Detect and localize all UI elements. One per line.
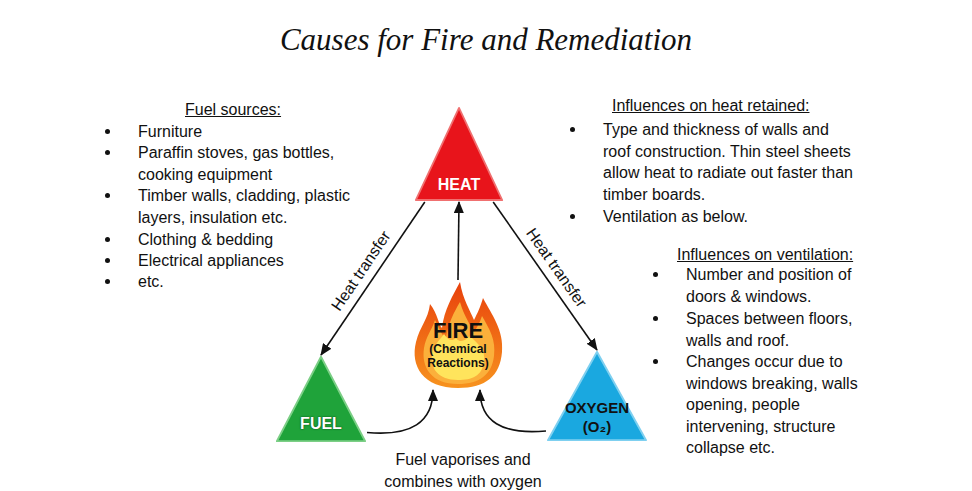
arrow-connector bbox=[480, 390, 546, 432]
node-subtitle: (Chemical Reactions) bbox=[419, 342, 497, 370]
diagram-title: Causes for Fire and Remediation bbox=[0, 22, 972, 58]
bullet-item: Electrical appliances bbox=[138, 250, 378, 272]
heat-triangle: HEAT bbox=[414, 106, 504, 202]
bullet-item: Type and thickness of walls and roof con… bbox=[603, 119, 853, 205]
fire-flame: FIRE(Chemical Reactions) bbox=[408, 280, 508, 390]
node-title: HEAT bbox=[429, 175, 489, 194]
bullet-item: Spaces between floors, walls and roof. bbox=[686, 308, 876, 351]
node-title: FIRE bbox=[413, 318, 503, 344]
note-text: Fuel vaporises and combines with oxygen bbox=[368, 449, 558, 491]
bullet-item: Furniture bbox=[138, 121, 378, 143]
oxygen-triangle: OXYGEN (O₂) bbox=[546, 350, 648, 442]
arrow-connector bbox=[367, 390, 433, 433]
edge-label: Heat transfer bbox=[327, 226, 396, 316]
arrow-connector bbox=[493, 202, 597, 350]
bullet-item: Paraffin stoves, gas bottles, cooking eq… bbox=[138, 142, 378, 185]
arrow-connector bbox=[321, 202, 425, 355]
section-heading: Influences on heat retained: bbox=[612, 95, 872, 117]
fuel-triangle: FUEL bbox=[275, 355, 367, 443]
node-title: FUEL bbox=[291, 414, 351, 433]
node-title: OXYGEN (O₂) bbox=[560, 398, 634, 436]
bullet-item: Changes occur due to windows breaking, w… bbox=[686, 351, 876, 459]
bullet-item: Number and position of doors & windows. bbox=[686, 264, 876, 307]
bullet-item: Ventilation as below. bbox=[603, 206, 853, 228]
bullet-item: Clothing & bedding bbox=[138, 229, 378, 251]
edge-label: Heat transfer bbox=[521, 223, 591, 312]
section-heading: Influences on ventilation: bbox=[677, 244, 917, 266]
bullet-item: Timber walls, cladding, plastic layers, … bbox=[138, 185, 378, 228]
section-heading: Fuel sources: bbox=[185, 99, 385, 121]
arrow-connector bbox=[458, 202, 459, 280]
